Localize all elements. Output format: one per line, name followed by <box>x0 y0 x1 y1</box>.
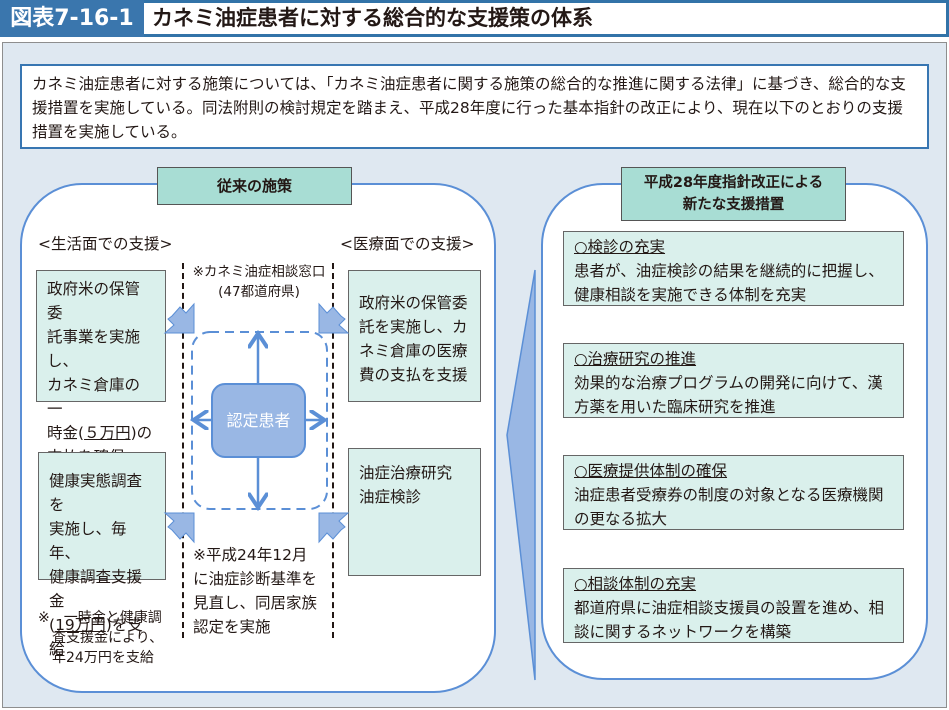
box-line: 託事業を実施し、 <box>47 328 141 370</box>
note-line: ※ 一時金と健康調 <box>38 610 162 626</box>
header-line: 新たな支援措置 <box>682 197 785 213</box>
consultation-window-line2: (47都道府県) <box>218 284 300 300</box>
certified-patient-node: 認定患者 <box>211 383 306 458</box>
box-line: 健康実態調査を <box>49 472 143 514</box>
box-line: 託を実施し、カ <box>359 318 468 336</box>
figure-header <box>0 0 949 37</box>
measure-desc: 都道府県に油症相談支援員の設置を進め、相 <box>574 599 885 617</box>
box-line: 油症治療研究 <box>359 464 453 482</box>
dashed-divider-left <box>182 263 184 638</box>
note-line: 見直し、同居家族 <box>193 594 318 612</box>
new-measure-checkup: ○検診の充実 患者が、油症検診の結果を継続的に把握し、 健康相談を実施できる体制… <box>563 231 904 306</box>
life-support-box-health-survey: 健康実態調査を 実施し、毎年、 健康調査支援金 (19万円)を支給 <box>38 452 166 658</box>
measure-title: ○治療研究の推進 <box>574 350 697 368</box>
big-left-arrow <box>506 269 536 681</box>
measure-desc: の更なる拡大 <box>574 510 668 528</box>
life-support-box-lump-sum: 政府米の保管委 託事業を実施し、 カネミ倉庫の一 時金(５万円)の 支払を確保 <box>36 270 166 466</box>
block-arrow-top-right <box>318 302 350 334</box>
consultation-window-line1: ※カネミ油症相談窓口 <box>192 264 326 280</box>
block-arrow-bottom-right <box>318 512 350 544</box>
new-measure-consultation: ○相談体制の充実 都道府県に油症相談支援員の設置を進め、相 談に関するネットワー… <box>563 568 904 643</box>
measure-desc: 談に関するネットワークを構築 <box>574 623 792 641</box>
text: 時金( <box>47 424 85 442</box>
header-line: 平成28年度指針改正による <box>643 175 824 191</box>
life-support-label: <生活面での支援> <box>38 235 173 253</box>
note-line: 年24万円を支給 <box>52 650 154 666</box>
measure-desc: 効果的な治療プログラムの開発に向けて、漢 <box>574 374 883 392</box>
note-line: ※平成24年12月 <box>193 546 308 564</box>
figure-number: 図表7-16-1 <box>0 0 144 37</box>
conventional-measures-header: 従来の施策 <box>157 167 352 205</box>
box-line: 政府米の保管委 <box>47 280 141 322</box>
box-line: 時金(５万円)の <box>47 421 155 445</box>
medical-support-box-expenses: 政府米の保管委 託を実施し、カ ネミ倉庫の医療 費の支払を支援 <box>348 270 481 402</box>
measure-title: ○医療提供体制の確保 <box>574 462 728 480</box>
consultation-window-note: ※カネミ油症相談窓口 (47都道府県) <box>185 262 333 302</box>
note-line: 査支援金により、 <box>52 630 164 646</box>
diagnostic-criteria-note: ※平成24年12月 に油症診断基準を 見直し、同居家族 認定を実施 <box>193 543 333 639</box>
box-line: ネミ倉庫の医療 <box>359 342 468 360</box>
box-line: カネミ倉庫の一 <box>47 376 141 418</box>
box-line: 費の支払を支援 <box>359 366 468 384</box>
measure-title: ○相談体制の充実 <box>574 575 697 593</box>
note-line: 認定を実施 <box>193 618 271 636</box>
measure-desc: 健康相談を実施できる体制を充実 <box>574 286 807 304</box>
box-line: 健康調査支援金 <box>49 568 143 610</box>
box-line: 油症検診 <box>359 488 422 506</box>
box-line: (19万円)を支給 <box>49 613 155 661</box>
text: ( <box>49 616 56 634</box>
box-line: 政府米の保管委 <box>359 294 468 312</box>
new-measure-medical-provision: ○医療提供体制の確保 油症患者受療券の制度の対象となる医療機関 の更なる拡大 <box>563 455 904 530</box>
figure-title: カネミ油症患者に対する総合的な支援策の体系 <box>152 6 593 30</box>
intro-text: カネミ油症患者に対する施策については、「カネミ油症患者に関する施策の総合的な推進… <box>20 64 929 149</box>
measure-title: ○検診の充実 <box>574 238 666 256</box>
medical-support-box-research: 油症治療研究 油症検診 <box>348 448 481 576</box>
lump-sum-amount: ５万円 <box>84 424 131 442</box>
medical-support-label: <医療面での支援> <box>340 235 475 253</box>
block-arrow-bottom-left <box>163 512 195 544</box>
box-line: 実施し、毎年、 <box>49 520 127 562</box>
block-arrow-top-left <box>163 302 195 334</box>
measure-desc: 方薬を用いた臨床研究を推進 <box>574 398 776 416</box>
dashed-divider-right <box>332 263 334 638</box>
health-support-amount: 19万円 <box>55 616 106 634</box>
note-line: に油症診断基準を <box>193 570 318 588</box>
annual-payment-note: ※ 一時金と健康調 査支援金により、 年24万円を支給 <box>38 608 178 668</box>
measure-desc: 油症患者受療券の制度の対象となる医療機関 <box>574 486 884 504</box>
new-measures-header: 平成28年度指針改正による 新たな支援措置 <box>621 167 846 221</box>
text: )を支給 <box>49 616 143 658</box>
new-measure-treatment-research: ○治療研究の推進 効果的な治療プログラムの開発に向けて、漢 方薬を用いた臨床研究… <box>563 343 904 418</box>
text: )の <box>130 424 153 442</box>
measure-desc: 患者が、油症検診の結果を継続的に把握し、 <box>574 262 884 280</box>
